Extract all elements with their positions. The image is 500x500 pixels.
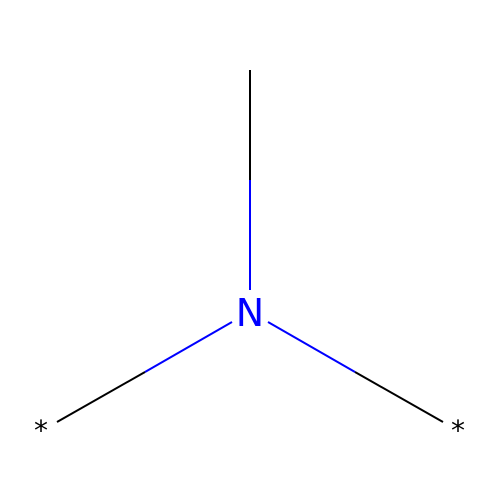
bond-n-left-attachment [56,321,233,423]
atom-nitrogen-label: N [236,291,264,335]
bond-n-left-carbon-half [56,371,146,423]
bond-n-right-carbon-half [354,371,444,423]
attachment-point-left-label: * [34,414,48,447]
attachment-point-right-label: * [451,414,465,447]
bond-n-left-nitrogen-half [144,321,233,373]
bond-n-right-nitrogen-half [267,321,356,373]
bond-n-right-attachment [267,321,444,423]
